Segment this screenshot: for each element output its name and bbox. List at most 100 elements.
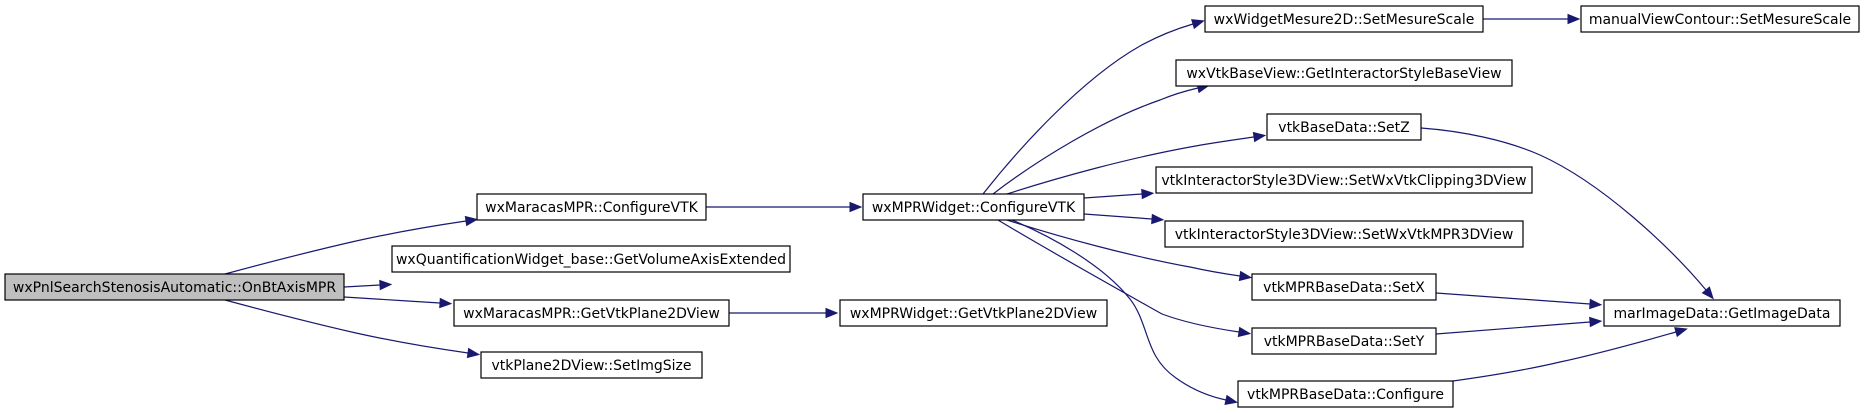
- edge-mprbase_sety-to-marimage_get: [1435, 316, 1603, 335]
- edge-widget_configure-to-mprbase_sety: [997, 219, 1252, 338]
- arrowhead-icon: [1589, 298, 1603, 310]
- node-box: [1175, 59, 1513, 87]
- node-label: wxVtkBaseView::GetInteractorStyleBaseVie…: [1186, 66, 1501, 82]
- node-manual-setscale[interactable]: manualViewContour::SetMesureScale: [1580, 5, 1860, 33]
- node-box: [476, 193, 707, 221]
- edge-line: [1006, 136, 1255, 195]
- node-mprbase-configure[interactable]: vtkMPRBaseData::Configure: [1237, 380, 1454, 408]
- call-graph-edges: [224, 13, 1714, 406]
- node-root[interactable]: wxPnlSearchStenosisAutomatic::OnBtAxisMP…: [4, 273, 345, 301]
- arrowhead-icon: [379, 279, 393, 291]
- edge-line: [1011, 219, 1227, 401]
- node-box: [1237, 380, 1454, 408]
- node-label: wxMPRWidget::ConfigureVTK: [872, 200, 1076, 216]
- edge-line: [1452, 331, 1677, 382]
- edge-line: [1420, 127, 1707, 291]
- node-box: [480, 351, 703, 379]
- edge-mesure_setscale-to-manual_setscale: [1483, 13, 1581, 25]
- edge-widget_configure-to-inter_mpr3d: [1083, 213, 1165, 225]
- edge-widget_configure-to-mprbase_setx: [1006, 219, 1253, 282]
- edge-line: [982, 23, 1194, 195]
- arrowhead-icon: [1151, 213, 1165, 225]
- node-label: wxMaracasMPR::GetVtkPlane2DView: [463, 306, 720, 322]
- node-box: [862, 193, 1085, 221]
- node-label: vtkMPRBaseData::Configure: [1247, 387, 1444, 403]
- edge-root-to-mpr_configure: [224, 215, 479, 275]
- edge-line: [343, 284, 381, 288]
- node-box: [4, 273, 345, 301]
- node-inter-clipping[interactable]: vtkInteractorStyle3DView::SetWxVtkClippi…: [1155, 166, 1533, 194]
- node-label: wxQuantificationWidget_base::GetVolumeAx…: [396, 252, 786, 268]
- arrowhead-icon: [439, 297, 453, 309]
- node-mesure-setscale[interactable]: wxWidgetMesure2D::SetMesureScale: [1204, 5, 1484, 33]
- node-label: vtkMPRBaseData::SetX: [1263, 280, 1425, 296]
- node-box: [1164, 220, 1524, 248]
- node-box: [453, 299, 730, 327]
- node-mpr-configure[interactable]: wxMaracasMPR::ConfigureVTK: [476, 193, 707, 221]
- edge-root-to-mpr_getplane: [343, 296, 453, 309]
- edge-line: [343, 296, 441, 304]
- node-basedata-setz[interactable]: vtkBaseData::SetZ: [1266, 113, 1422, 141]
- node-quant-getvol[interactable]: wxQuantificationWidget_base::GetVolumeAx…: [391, 245, 791, 273]
- node-mpr-getplane[interactable]: wxMaracasMPR::GetVtkPlane2DView: [453, 299, 730, 327]
- node-plane-setimg[interactable]: vtkPlane2DView::SetImgSize: [480, 351, 703, 379]
- node-box: [1603, 299, 1841, 327]
- node-base-getinter[interactable]: wxVtkBaseView::GetInteractorStyleBaseVie…: [1175, 59, 1513, 87]
- arrowhead-icon: [825, 307, 839, 319]
- edge-line: [224, 220, 467, 275]
- node-box: [1204, 5, 1484, 33]
- edge-mprbase_setx-to-marimage_get: [1435, 292, 1603, 310]
- arrowhead-icon: [1237, 326, 1252, 338]
- edge-mpr_getplane-to-widget_getplane: [729, 307, 839, 319]
- node-label: marImageData::GetImageData: [1614, 306, 1831, 322]
- node-widget-configure[interactable]: wxMPRWidget::ConfigureVTK: [862, 193, 1085, 221]
- node-label: manualViewContour::SetMesureScale: [1589, 12, 1851, 28]
- edge-line: [1435, 321, 1591, 335]
- edge-root-to-plane_setimg: [224, 299, 481, 359]
- node-mprbase-sety[interactable]: vtkMPRBaseData::SetY: [1251, 327, 1437, 355]
- node-box: [391, 245, 791, 273]
- node-label: wxMPRWidget::GetVtkPlane2DView: [850, 306, 1097, 322]
- edge-widget_configure-to-inter_clipping: [1083, 188, 1155, 200]
- edge-basedata_setz-to-marimage_get: [1420, 127, 1714, 300]
- arrowhead-icon: [1589, 316, 1603, 328]
- node-label: wxPnlSearchStenosisAutomatic::OnBtAxisMP…: [13, 280, 336, 296]
- edge-widget_configure-to-basedata_setz: [1006, 131, 1267, 195]
- node-label: vtkPlane2DView::SetImgSize: [492, 358, 692, 374]
- edge-line: [224, 299, 469, 354]
- node-inter-mpr3d[interactable]: vtkInteractorStyle3DView::SetWxVtkMPR3DV…: [1164, 220, 1524, 248]
- node-box: [1251, 273, 1437, 301]
- arrowhead-icon: [1141, 188, 1155, 200]
- edge-line: [1083, 213, 1153, 220]
- node-marimage-get[interactable]: marImageData::GetImageData: [1603, 299, 1841, 327]
- edge-root-to-quant_getvol: [343, 279, 393, 291]
- arrowhead-icon: [1701, 286, 1714, 300]
- edge-line: [1435, 292, 1591, 305]
- edge-line: [1083, 193, 1143, 199]
- edge-mprbase_configure-to-marimage_get: [1452, 327, 1688, 382]
- edge-line: [992, 87, 1199, 195]
- arrowhead-icon: [1674, 327, 1688, 338]
- node-label: wxWidgetMesure2D::SetMesureScale: [1214, 12, 1475, 28]
- node-widget-getplane[interactable]: wxMPRWidget::GetVtkPlane2DView: [839, 299, 1108, 327]
- node-box: [1155, 166, 1533, 194]
- edge-line: [997, 219, 1240, 333]
- edge-line: [1006, 219, 1241, 277]
- arrowhead-icon: [466, 347, 481, 359]
- arrowhead-icon: [1224, 394, 1239, 406]
- call-graph-nodes: wxPnlSearchStenosisAutomatic::OnBtAxisMP…: [4, 5, 1860, 408]
- node-box: [839, 299, 1108, 327]
- node-box: [1251, 327, 1437, 355]
- edge-mpr_configure-to-widget_configure: [706, 201, 863, 213]
- node-label: vtkInteractorStyle3DView::SetWxVtkClippi…: [1161, 173, 1526, 189]
- arrowhead-icon: [1567, 13, 1581, 25]
- arrowhead-icon: [464, 215, 479, 227]
- node-box: [1266, 113, 1422, 141]
- arrowhead-icon: [1238, 270, 1253, 282]
- arrowhead-icon: [1252, 131, 1267, 143]
- arrowhead-icon: [1191, 19, 1205, 30]
- node-label: vtkBaseData::SetZ: [1278, 120, 1409, 136]
- node-mprbase-setx[interactable]: vtkMPRBaseData::SetX: [1251, 273, 1437, 301]
- arrowhead-icon: [849, 201, 863, 213]
